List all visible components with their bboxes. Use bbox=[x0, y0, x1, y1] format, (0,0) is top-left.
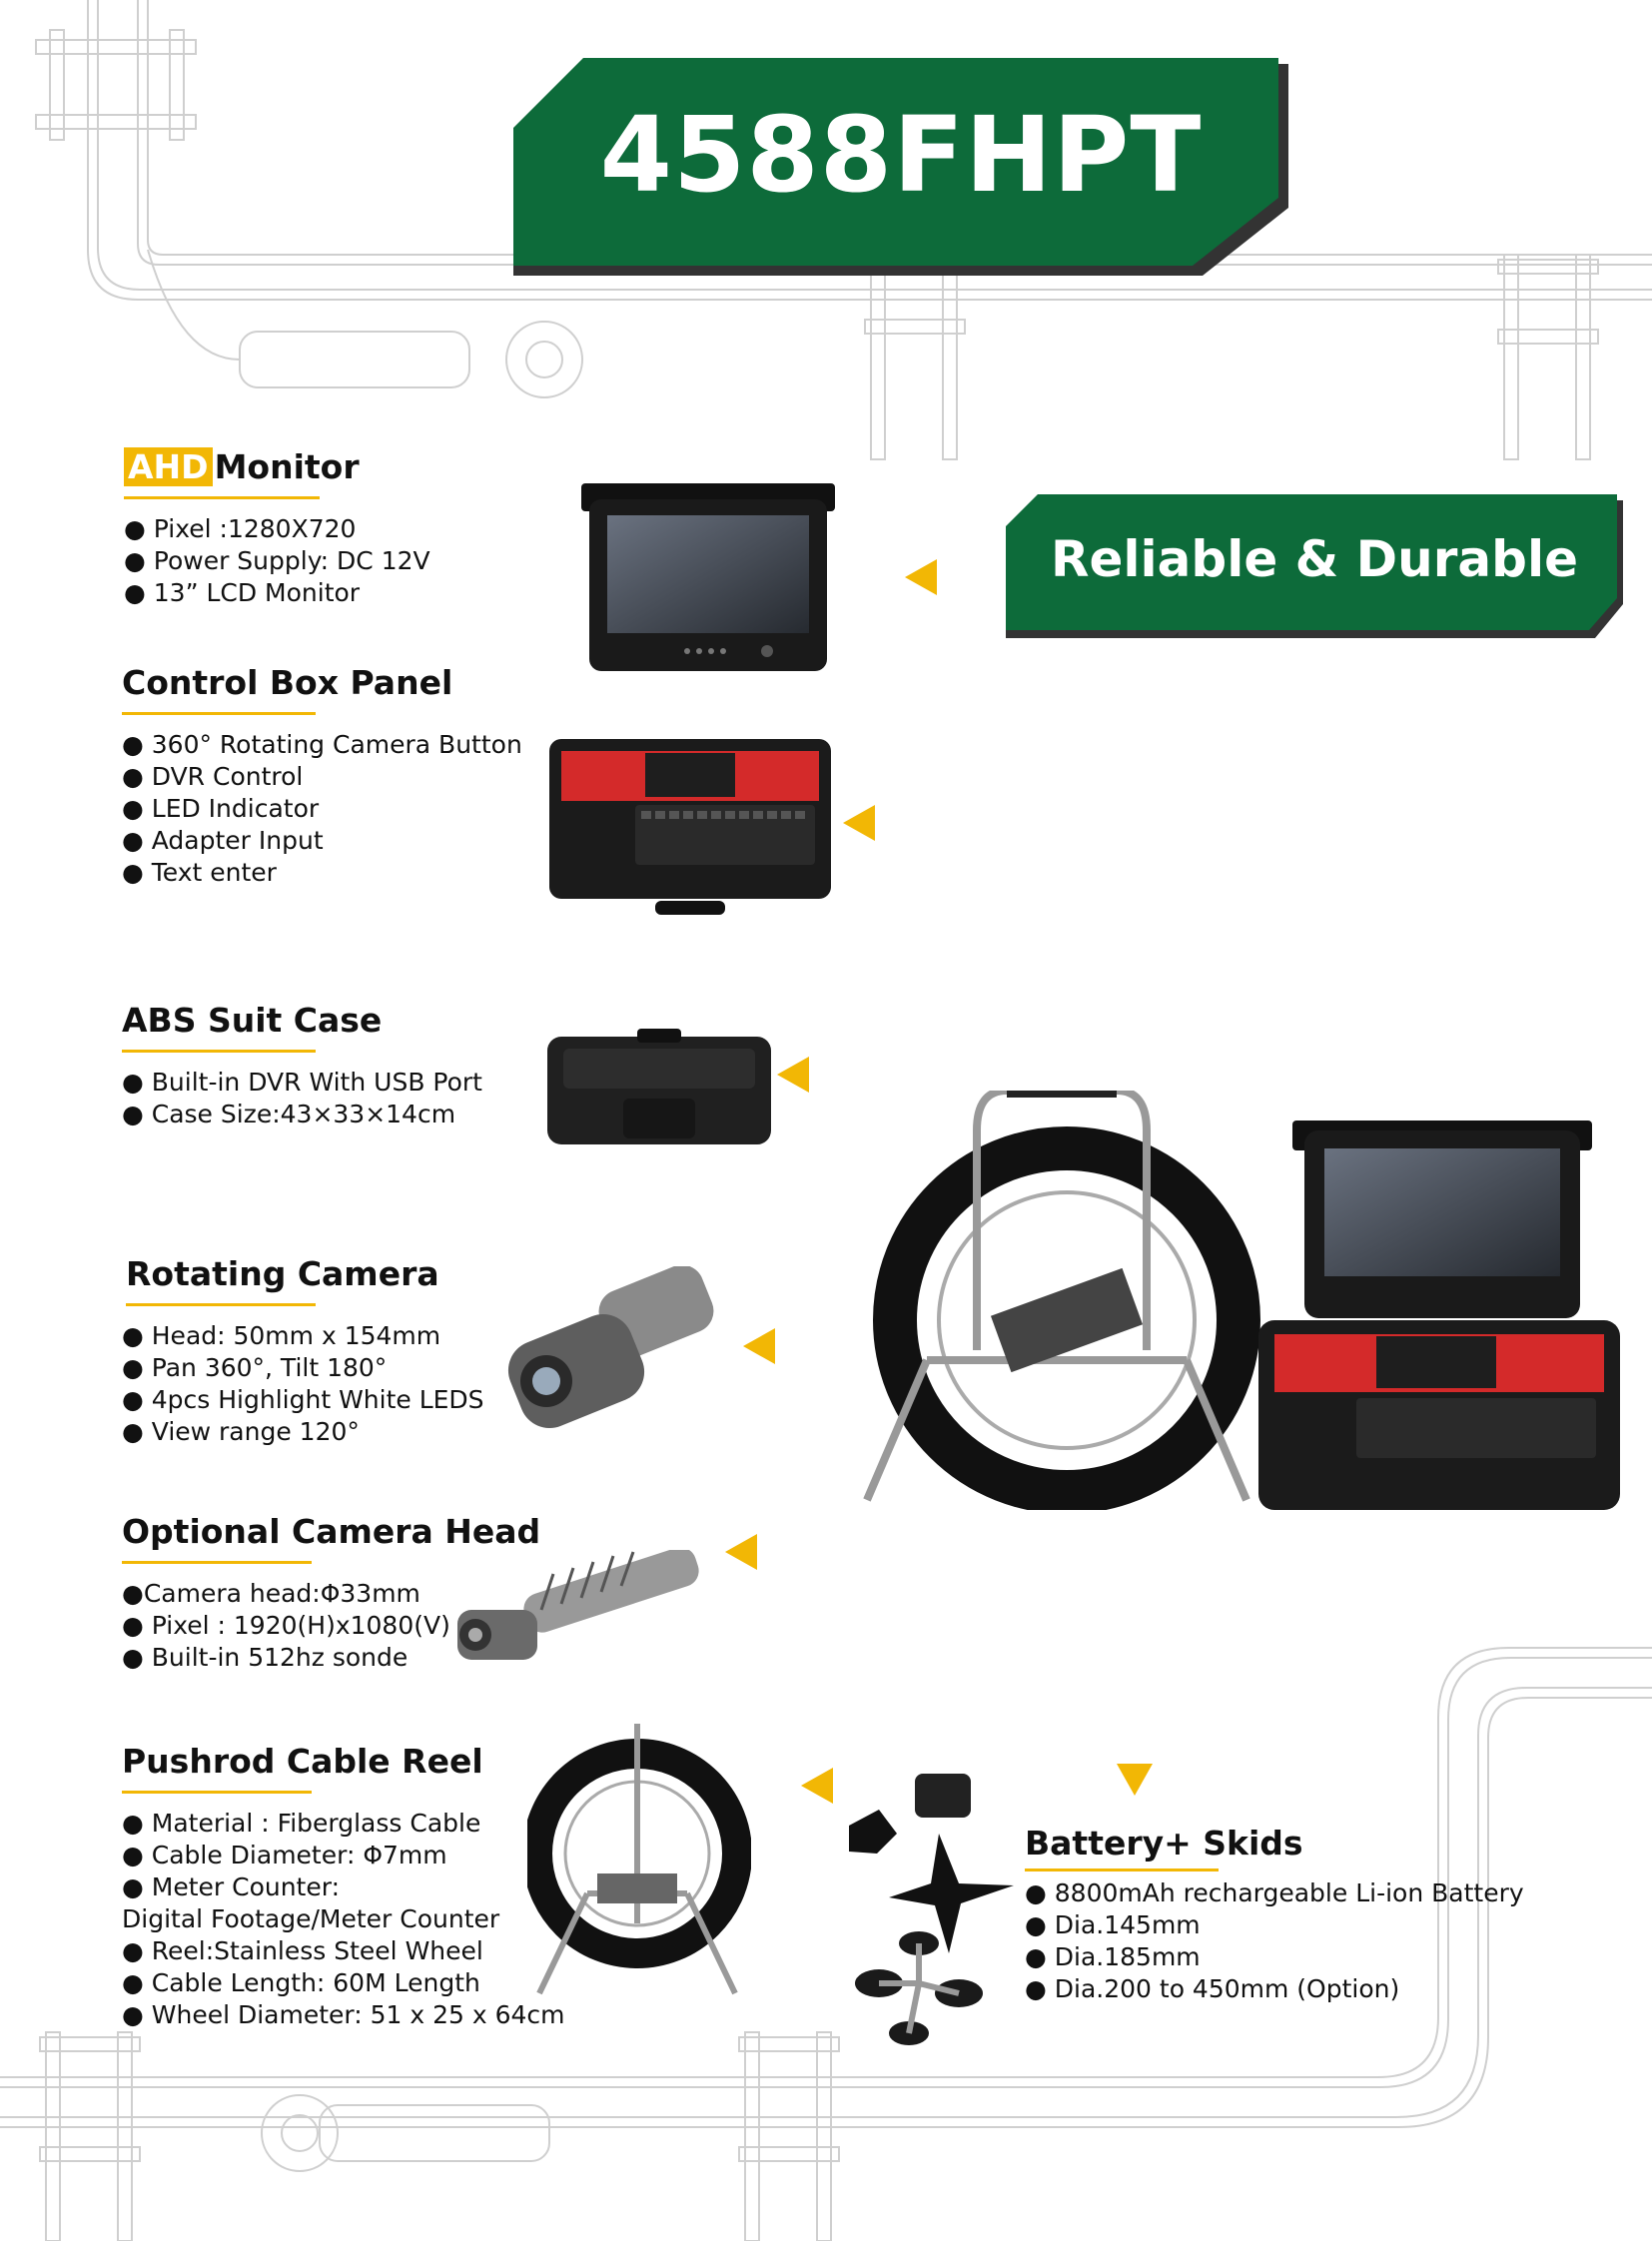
cable-reel-title: Pushrod Cable Reel bbox=[122, 1742, 483, 1781]
pointer-arrow-icon bbox=[725, 1534, 757, 1570]
heading-underline bbox=[122, 1791, 312, 1794]
heading-underline bbox=[126, 1303, 316, 1306]
ahd-tag: AHD bbox=[124, 447, 213, 486]
section-battery-skids: Battery+ Skids ● 8800mAh rechargeable Li… bbox=[1025, 1824, 1524, 2005]
abs-case-title: ABS Suit Case bbox=[122, 1001, 383, 1040]
section-cable-reel: Pushrod Cable Reel ● Material : Fibergla… bbox=[122, 1742, 565, 2031]
spec-item: ● Text enter bbox=[122, 858, 277, 887]
spec-item: ● View range 120° bbox=[122, 1417, 360, 1446]
pointer-arrow-icon bbox=[777, 1057, 809, 1093]
spec-item: ● 360° Rotating Camera Button bbox=[122, 730, 522, 759]
cable-reel-image bbox=[527, 1724, 751, 1995]
spec-item: Digital Footage/Meter Counter bbox=[122, 1904, 500, 1933]
spec-item: ● Pixel : 1920(H)x1080(V) bbox=[122, 1611, 450, 1640]
spec-item: ● Adapter Input bbox=[122, 826, 324, 855]
heading-underline bbox=[122, 712, 316, 715]
monitor-image bbox=[581, 483, 835, 671]
battery-skids-title: Battery+ Skids bbox=[1025, 1824, 1303, 1863]
spec-item: ● Dia.200 to 450mm (Option) bbox=[1025, 1974, 1400, 2003]
slogan-text: Reliable & Durable bbox=[1050, 530, 1579, 588]
control-box-image bbox=[549, 739, 831, 915]
spec-item: ● 13” LCD Monitor bbox=[124, 578, 361, 607]
spec-item: ● Head: 50mm x 154mm bbox=[122, 1321, 441, 1350]
section-control-box: Control Box Panel ● 360° Rotating Camera… bbox=[122, 663, 541, 889]
spec-item: ● Meter Counter: bbox=[122, 1872, 341, 1901]
control-box-title: Control Box Panel bbox=[122, 663, 453, 702]
pointer-arrow-icon bbox=[905, 559, 937, 595]
spec-item: ● Dia.185mm bbox=[1025, 1942, 1201, 1971]
slogan-banner: Reliable & Durable bbox=[1006, 494, 1623, 638]
spec-item: ● 8800mAh rechargeable Li-ion Battery bbox=[1025, 1878, 1524, 1907]
heading-underline bbox=[122, 1561, 312, 1564]
spec-item: ● Pixel :1280X720 bbox=[124, 514, 357, 543]
rotating-camera-title: Rotating Camera bbox=[126, 1254, 439, 1293]
model-title: 4588FHPT bbox=[599, 94, 1203, 216]
spec-item: ● Case Size:43×33×14cm bbox=[122, 1100, 456, 1128]
section-rotating-camera: Rotating Camera ● Head: 50mm x 154mm ● P… bbox=[122, 1254, 545, 1448]
spec-item: ● Pan 360°, Tilt 180° bbox=[122, 1353, 388, 1382]
spec-item: ● 4pcs Highlight White LEDS bbox=[122, 1385, 484, 1414]
spec-item: ● Wheel Diameter: 51 x 25 x 64cm bbox=[122, 2000, 565, 2029]
spec-item: ● LED Indicator bbox=[122, 794, 320, 823]
spec-item: ● DVR Control bbox=[122, 762, 304, 791]
spec-item: ● Cable Diameter: Φ7mm bbox=[122, 1841, 447, 1869]
spec-item: ● Built-in 512hz sonde bbox=[122, 1643, 409, 1672]
heading-underline bbox=[1025, 1868, 1219, 1871]
spec-item: ● Material : Fiberglass Cable bbox=[122, 1809, 481, 1838]
spec-item: ● Built-in DVR With USB Port bbox=[122, 1068, 482, 1097]
optional-head-title: Optional Camera Head bbox=[122, 1512, 541, 1551]
battery-skids-image bbox=[849, 1774, 1014, 2045]
full-system-image bbox=[863, 1091, 1620, 1510]
optional-head-image bbox=[457, 1550, 699, 1660]
pointer-arrow-icon bbox=[1117, 1764, 1153, 1796]
spec-item: ● Reel:Stainless Steel Wheel bbox=[122, 1936, 483, 1965]
monitor-title: Monitor bbox=[214, 447, 360, 486]
pointer-arrow-icon bbox=[743, 1328, 775, 1364]
section-abs-case: ABS Suit Case ● Built-in DVR With USB Po… bbox=[122, 1001, 541, 1130]
heading-underline bbox=[124, 496, 320, 499]
rotating-camera-image bbox=[507, 1266, 714, 1429]
spec-item: ●Camera head:Φ33mm bbox=[122, 1579, 420, 1608]
spec-item: ● Power Supply: DC 12V bbox=[124, 546, 430, 575]
heading-underline bbox=[122, 1050, 316, 1053]
spec-item: ● Dia.145mm bbox=[1025, 1910, 1201, 1939]
pointer-arrow-icon bbox=[801, 1768, 833, 1804]
spec-item: ● Cable Length: 60M Length bbox=[122, 1968, 480, 1997]
model-banner: 4588FHPT bbox=[513, 58, 1288, 276]
pointer-arrow-icon bbox=[843, 805, 875, 841]
abs-case-image bbox=[547, 1029, 771, 1144]
section-optional-head: Optional Camera Head ●Camera head:Φ33mm … bbox=[122, 1512, 561, 1674]
